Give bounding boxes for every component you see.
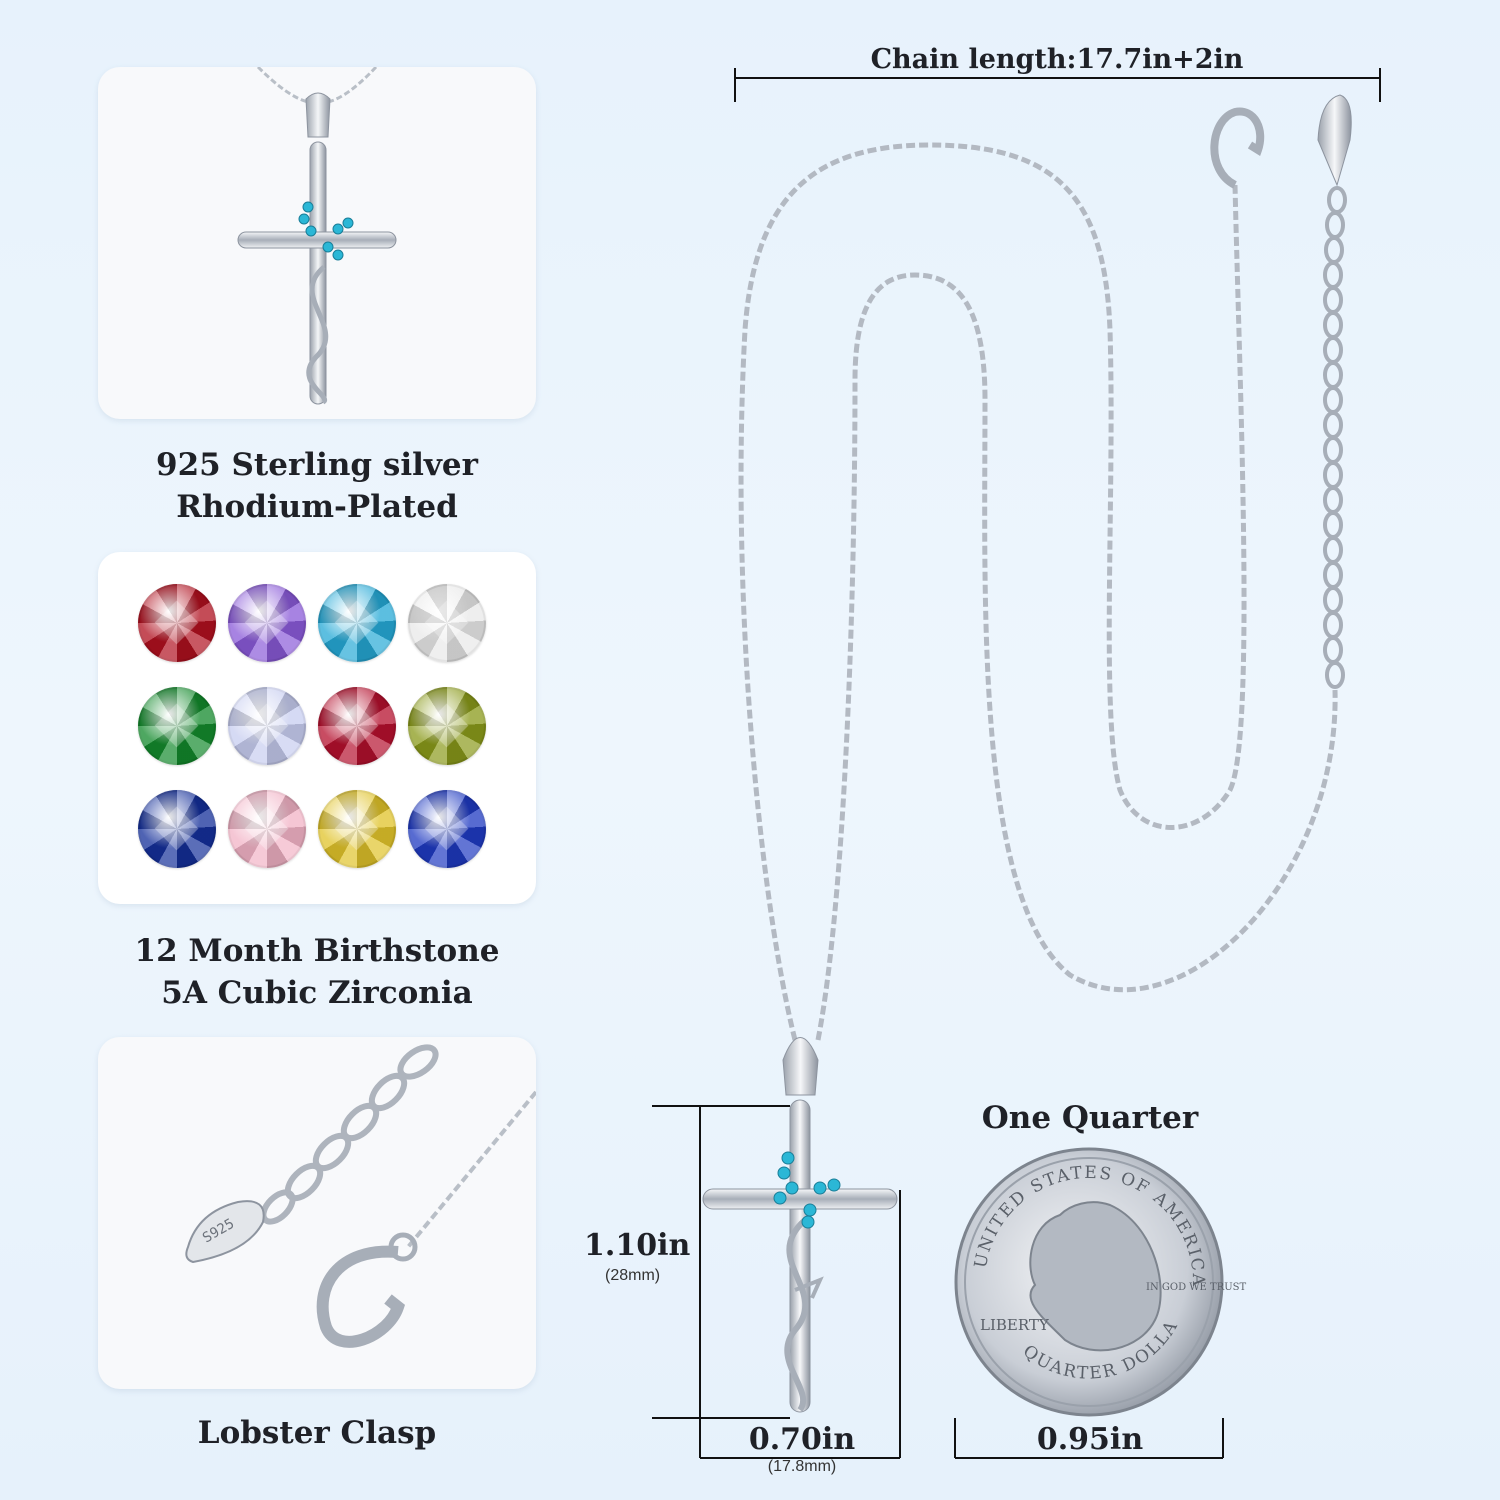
coin-liberty: LIBERTY	[980, 1316, 1050, 1334]
chain-length-dimension-line	[734, 68, 1381, 102]
coin-bottom-text: QUARTER DOLLAR	[0, 0, 1181, 1384]
birthstone-gem	[138, 687, 216, 765]
material-line-2: Rhodium-Plated	[176, 489, 458, 525]
quarter-width-label: 0.95in	[1036, 1422, 1144, 1457]
cross-pendant	[702, 1099, 898, 1413]
birthstone-gem	[228, 790, 306, 868]
quarter-title: One Quarter	[981, 1100, 1199, 1136]
birthstone-gem	[228, 584, 306, 662]
material-line-1: 925 Sterling silver	[156, 447, 478, 483]
tag-drop	[1317, 94, 1352, 187]
clasp-caption: Lobster Clasp	[98, 1412, 536, 1454]
birthstone-gem	[318, 790, 396, 868]
pendant-dimension-lines	[652, 1105, 1224, 1459]
pendant-height-label: 1.10in	[584, 1228, 691, 1263]
cross-pendant-thumbnail	[237, 67, 397, 405]
birthstone-gem	[408, 584, 486, 662]
pendant-bail	[782, 1037, 819, 1096]
material-caption: 925 Sterling silver Rhodium-Plated	[98, 444, 536, 528]
lobster-clasp	[1210, 107, 1265, 189]
birthstone-caption: 12 Month Birthstone 5A Cubic Zirconia	[98, 930, 536, 1014]
extender-chain	[1323, 186, 1347, 689]
pendant-width-label: 0.70in	[748, 1422, 856, 1457]
birthstone-gem	[408, 687, 486, 765]
svg-text:QUARTER DOLLAR: QUARTER DOLLAR	[0, 0, 1181, 1384]
birthstones-panel	[98, 552, 536, 904]
quarter-coin: UNITED STATES OF AMERICA QUARTER DOLLAR …	[0, 0, 1246, 1417]
chain-length-label: Chain length:17.7in+2in	[870, 44, 1244, 75]
birthstone-line-2: 5A Cubic Zirconia	[161, 975, 473, 1011]
chain	[738, 142, 1338, 1041]
birthstone-gem	[318, 687, 396, 765]
birthstone-gem	[138, 790, 216, 868]
material-panel	[98, 67, 536, 419]
pendant-width-mm: (17.8mm)	[767, 1458, 837, 1475]
clasp-panel: S925	[98, 1037, 536, 1389]
lobster-clasp-image: S925	[185, 1044, 536, 1348]
birthstone-gem	[138, 584, 216, 662]
pendant-height-mm: (28mm)	[605, 1267, 661, 1284]
birthstone-gem	[318, 584, 396, 662]
birthstone-gem	[228, 687, 306, 765]
clasp-line-1: Lobster Clasp	[197, 1415, 437, 1451]
coin-motto: IN GOD WE TRUST	[1146, 1282, 1246, 1293]
birthstone-line-1: 12 Month Birthstone	[134, 933, 500, 969]
birthstone-gem	[408, 790, 486, 868]
